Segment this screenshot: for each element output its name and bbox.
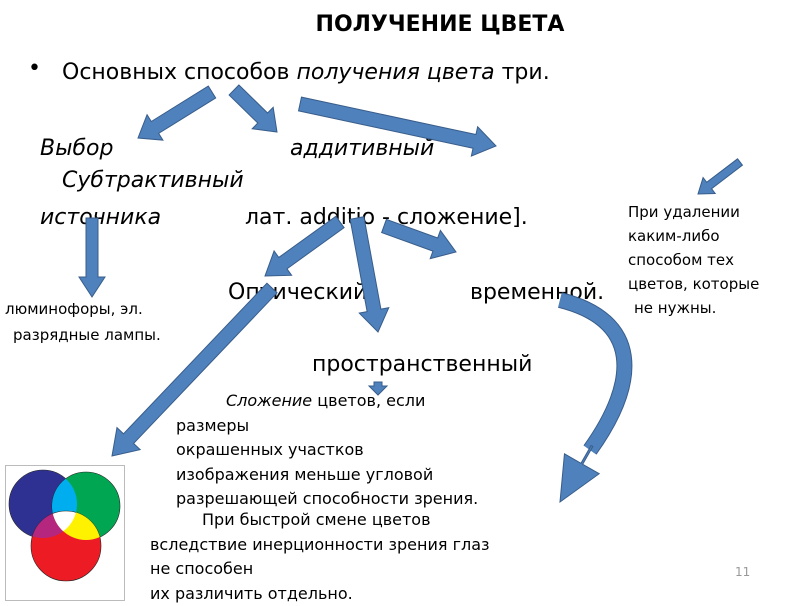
arrow-to-additive-icon: [229, 85, 277, 132]
arrow-to-optical-icon: [265, 216, 344, 276]
arrow-to-temporal-icon: [382, 219, 456, 258]
arrow-to-choice-icon: [138, 86, 216, 140]
arrow-to-spatial-icon: [350, 217, 389, 332]
arrow-to-spatial-note-icon: [369, 382, 387, 395]
arrow-to-phosphors-icon: [79, 218, 105, 297]
arrow-to-subtractive-icon: [299, 97, 496, 156]
arrow-to-right-note-icon: [698, 159, 742, 194]
curved-arrow-head-icon: [560, 446, 599, 502]
curved-arrow-icon: [560, 300, 624, 450]
arrow-to-image-icon: [112, 283, 277, 456]
